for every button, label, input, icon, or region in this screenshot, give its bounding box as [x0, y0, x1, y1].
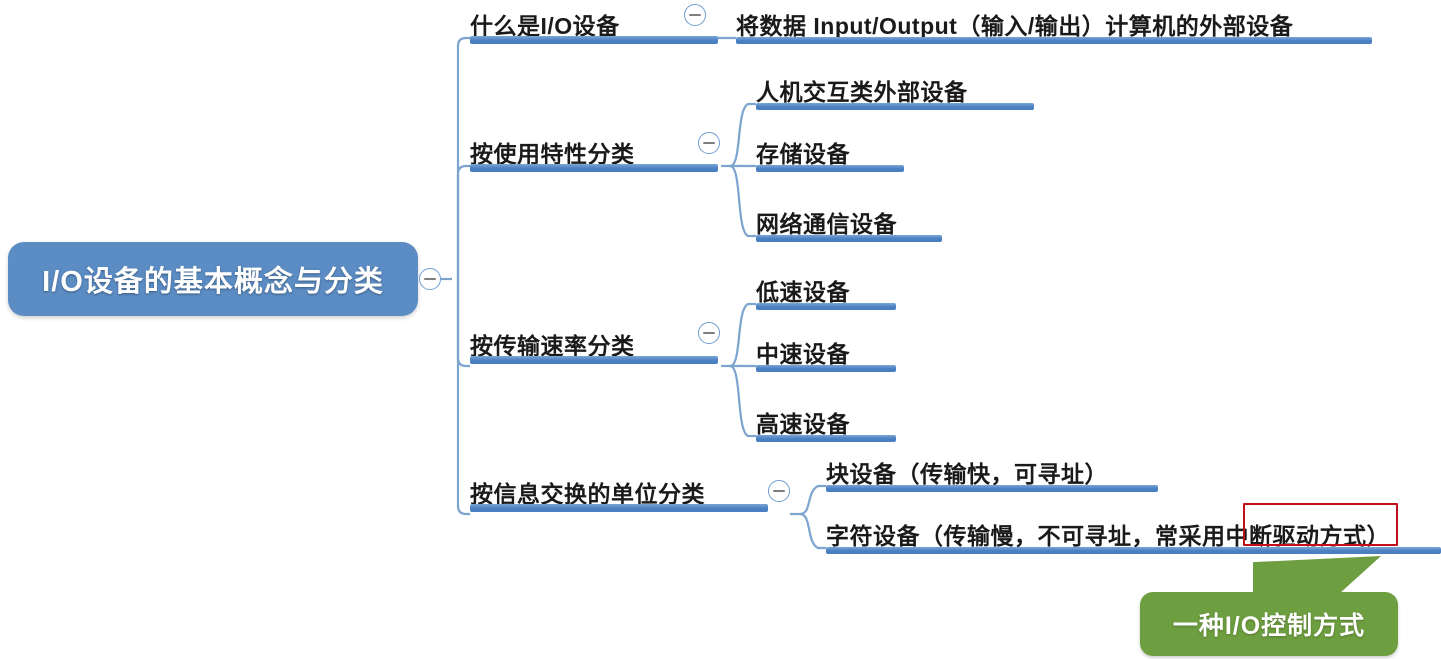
branch-node-what-is-io-device[interactable]: 什么是I/O设备 — [470, 6, 718, 44]
leaf-node-label: 网络通信设备 — [756, 211, 897, 237]
branch-node-by-information-exchange-unit[interactable]: 按信息交换的单位分类 — [470, 474, 768, 512]
leaf-underline — [736, 37, 1372, 44]
branch-underline — [470, 36, 718, 44]
leaf-node-label: 高速设备 — [756, 411, 850, 437]
branch-node-label: 按传输速率分类 — [470, 333, 635, 359]
root-collapse-minus-icon[interactable] — [419, 268, 441, 290]
leaf-node-medium-speed-device[interactable]: 中速设备 — [756, 334, 896, 372]
leaf-node-low-speed-device[interactable]: 低速设备 — [756, 272, 896, 310]
branch-2-collapse-minus-icon[interactable] — [698, 132, 720, 154]
leaf-node-io-definition[interactable]: 将数据 Input/Output（输入/输出）计算机的外部设备 — [736, 6, 1372, 44]
leaf-underline — [826, 547, 1441, 554]
leaf-underline — [826, 485, 1158, 492]
annotation-callout: 一种I/O控制方式 — [1140, 556, 1398, 656]
branch-1-collapse-minus-icon[interactable] — [684, 4, 706, 26]
leaf-underline — [756, 165, 904, 172]
leaf-node-label: 中速设备 — [756, 341, 850, 367]
leaf-underline — [756, 103, 1034, 110]
highlight-rectangle — [1243, 503, 1398, 546]
leaf-node-network-communication-device[interactable]: 网络通信设备 — [756, 204, 942, 242]
branch-3-collapse-minus-icon[interactable] — [698, 322, 720, 344]
leaf-node-label: 块设备（传输快，可寻址） — [826, 461, 1108, 487]
branch-node-by-usage-characteristic[interactable]: 按使用特性分类 — [470, 134, 718, 172]
leaf-underline — [756, 303, 896, 310]
branch-underline — [470, 504, 768, 512]
leaf-underline — [756, 235, 942, 242]
branch-node-label: 按信息交换的单位分类 — [470, 481, 705, 507]
branch-node-label: 按使用特性分类 — [470, 141, 635, 167]
leaf-node-label: 存储设备 — [756, 141, 850, 167]
leaf-node-high-speed-device[interactable]: 高速设备 — [756, 404, 896, 442]
branch-underline — [470, 356, 718, 364]
callout-bubble: 一种I/O控制方式 — [1140, 592, 1398, 656]
leaf-node-label: 低速设备 — [756, 279, 850, 305]
leaf-underline — [756, 365, 896, 372]
leaf-node-block-device[interactable]: 块设备（传输快，可寻址） — [826, 454, 1158, 492]
leaf-node-storage-device[interactable]: 存储设备 — [756, 134, 904, 172]
leaf-node-label: 将数据 Input/Output（输入/输出）计算机的外部设备 — [736, 13, 1294, 39]
branch-node-by-transfer-rate[interactable]: 按传输速率分类 — [470, 326, 718, 364]
branch-underline — [470, 164, 718, 172]
root-node[interactable]: I/O设备的基本概念与分类 — [8, 242, 418, 316]
leaf-underline — [756, 435, 896, 442]
branch-4-collapse-minus-icon[interactable] — [768, 480, 790, 502]
branch-node-label: 什么是I/O设备 — [470, 13, 620, 39]
callout-label: 一种I/O控制方式 — [1172, 612, 1366, 640]
root-node-label: I/O设备的基本概念与分类 — [42, 266, 384, 298]
leaf-node-label: 字符设备（传输慢，不可寻址，常采用中断驱动方式） — [826, 523, 1390, 549]
leaf-node-human-interaction-device[interactable]: 人机交互类外部设备 — [756, 72, 1034, 110]
leaf-node-label: 人机交互类外部设备 — [756, 79, 968, 105]
leaf-node-character-device[interactable]: 字符设备（传输慢，不可寻址，常采用中断驱动方式） — [826, 516, 1441, 554]
